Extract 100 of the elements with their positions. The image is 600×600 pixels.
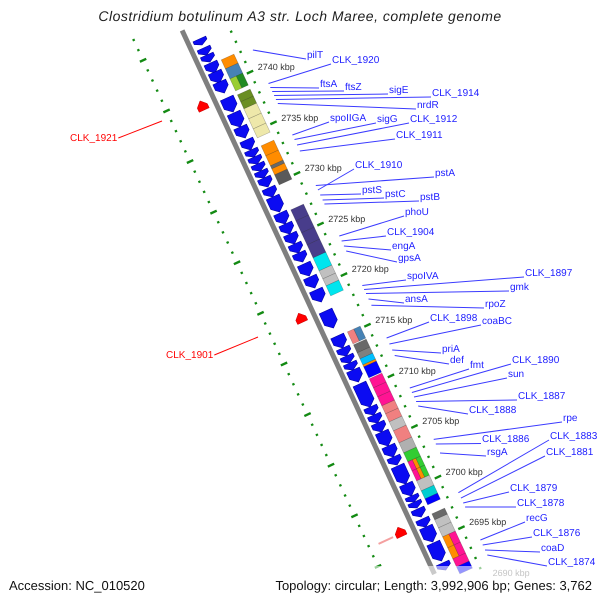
leader-line <box>464 506 516 508</box>
scale-label: 2740 kbp <box>258 62 295 72</box>
scale-label: 2690 kbp <box>492 569 530 578</box>
gene-label: CLK_1878 <box>517 498 564 508</box>
leader-line <box>275 96 432 100</box>
leader-line <box>418 406 468 414</box>
gene-label: CLK_1914 <box>432 88 480 98</box>
gene-label: CLK_1912 <box>410 114 458 124</box>
scale-label: 2730 kbp <box>304 164 342 174</box>
leader-line <box>440 452 486 456</box>
leader-line <box>435 443 482 444</box>
leader-line <box>322 198 384 200</box>
gene-label: fmt <box>470 360 484 370</box>
leader-line <box>388 324 482 344</box>
gene-label: CLK_1887 <box>518 390 566 402</box>
leader-line <box>392 350 442 354</box>
gene-label: pstS <box>362 184 382 196</box>
leader-line <box>409 368 470 388</box>
leader-line <box>364 276 524 290</box>
gene-label: phoU <box>405 206 429 218</box>
gene-label: spoIVA <box>407 270 438 282</box>
leader-line <box>341 236 386 242</box>
leader-line <box>394 355 450 364</box>
leader-line <box>343 246 392 250</box>
leader-line <box>482 536 532 546</box>
gene-label: nrdR <box>417 100 439 110</box>
gene-label: CLK_1898 <box>430 312 478 324</box>
leader-line <box>296 122 410 146</box>
scale-label: 2715 kbp <box>375 316 412 326</box>
leader-line <box>433 422 562 440</box>
accession-text: Accession: NC_010520 <box>9 579 145 592</box>
gene-label: CLK_1911 <box>396 130 443 140</box>
leader-line <box>268 64 332 84</box>
leader-line <box>214 336 258 356</box>
gene-label: spoIIGA <box>330 112 366 124</box>
scale-label: 2720 kbp <box>352 265 389 274</box>
leader-line <box>480 522 526 540</box>
scale-label: 2705 kbp <box>422 417 460 426</box>
leader-line <box>416 400 518 402</box>
leader-line <box>386 322 430 338</box>
gene-label: CLK_1874 <box>548 556 596 568</box>
gene-label: coaBC <box>482 316 512 326</box>
gene-label: CLK_1888 <box>469 404 516 416</box>
leader-line <box>484 550 540 552</box>
gene-label: gpsA <box>398 252 421 264</box>
scale-label: 2735 kbp <box>281 114 318 123</box>
leader-line <box>486 554 548 566</box>
leader-line <box>346 250 398 262</box>
leader-line <box>277 103 416 110</box>
gene-label: ftsZ <box>345 82 362 92</box>
gene-label: pstC <box>385 188 406 200</box>
gene-label: CLK_1879 <box>510 482 558 494</box>
leader-line <box>362 280 406 286</box>
leader-line <box>315 176 434 186</box>
gene-label: rpe <box>563 412 578 424</box>
leader-line <box>368 298 404 304</box>
gene-label: pstB <box>420 192 440 202</box>
leader-line <box>324 200 420 204</box>
leader-line <box>317 168 354 190</box>
gene-label: engA <box>392 240 416 252</box>
leader-line <box>458 440 550 494</box>
gene-label: CLK_1901 <box>166 350 214 360</box>
gene-label: CLK_1921 <box>70 132 118 144</box>
gene-label: rpoZ <box>485 298 506 310</box>
scale-label: 2695 kbp <box>469 518 506 528</box>
leader-line <box>299 138 396 152</box>
gene-label: sigG <box>377 114 398 124</box>
gene-label: rsgA <box>487 446 508 458</box>
scale-label: 2725 kbp <box>328 214 366 224</box>
gene-label: sigE <box>389 84 408 96</box>
gene-label: recG <box>526 512 548 524</box>
leader-line <box>460 456 546 499</box>
gene-label: CLK_1881 <box>546 446 594 458</box>
leader-line <box>272 90 344 92</box>
leader-line <box>338 216 404 236</box>
gene-label: ansA <box>405 294 428 304</box>
gene-label: pstA <box>435 168 456 178</box>
leader-line <box>274 94 388 96</box>
leader-line <box>292 122 330 136</box>
gene-label: CLK_1890 <box>512 354 560 366</box>
gene-label: sun <box>508 368 524 380</box>
leader-line <box>462 492 510 504</box>
gene-label: CLK_1876 <box>533 528 580 538</box>
gene-label: priA <box>442 344 460 354</box>
leader-line <box>366 290 510 294</box>
leader-line <box>370 304 484 308</box>
leader-line <box>252 50 306 60</box>
gene-label: CLK_1920 <box>332 54 380 66</box>
gene-label: CLK_1897 <box>525 268 572 278</box>
gene-label: CLK_1886 <box>482 434 530 445</box>
gene-label: def <box>450 354 464 366</box>
leader-line <box>411 364 512 393</box>
map-title: Clostridium botulinum A3 str. Loch Maree, complete genome <box>98 8 502 25</box>
leader-line <box>118 120 162 138</box>
scale-label: 2700 kbp <box>446 468 483 477</box>
gene-label: CLK_1904 <box>387 226 434 238</box>
gene-label: CLK_1910 <box>355 160 402 170</box>
gene-label: coaD <box>541 542 564 554</box>
gene-label: pilT <box>307 50 324 60</box>
leader-line <box>414 378 508 398</box>
